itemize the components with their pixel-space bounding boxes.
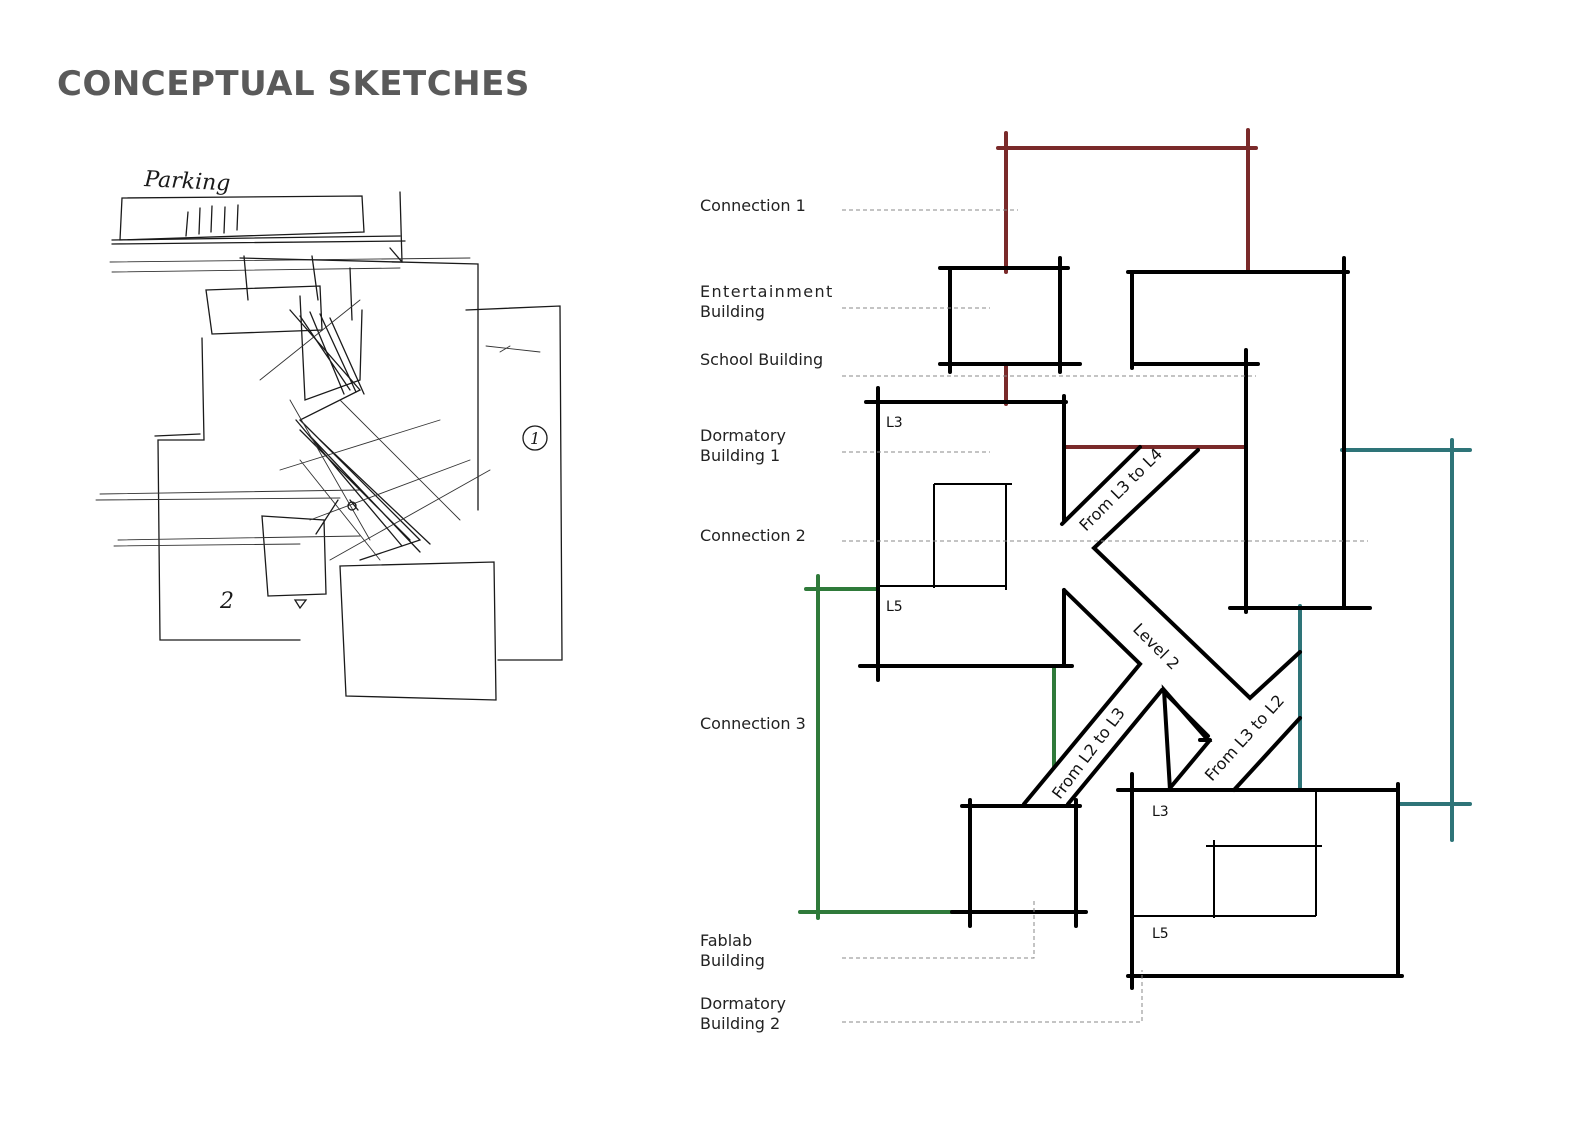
label-dormatory-building-2: Dormatory Building 2 bbox=[700, 994, 786, 1034]
label-fablab-building: Fablab Building bbox=[700, 931, 765, 971]
ramps bbox=[1022, 445, 1302, 806]
fablab-building bbox=[950, 798, 1088, 928]
label-entertainment-line-1: Entertainment bbox=[700, 282, 834, 301]
label-connection-3: Connection 3 bbox=[700, 714, 806, 733]
label-dorm2-line-2: Building 2 bbox=[700, 1014, 781, 1033]
label-dorm1-line-1: Dormatory bbox=[700, 426, 786, 445]
label-fablab-line-2: Building bbox=[700, 951, 765, 970]
dormatory-building-2 bbox=[1116, 772, 1404, 990]
level-l5-dorm1: L5 bbox=[886, 599, 903, 615]
label-dorm1-line-2: Building 1 bbox=[700, 446, 781, 465]
school-building bbox=[1126, 256, 1372, 614]
dormatory-building-1 bbox=[858, 386, 1074, 682]
label-entertainment-line-2: Building bbox=[700, 302, 765, 321]
level-l5-dorm2: L5 bbox=[1152, 926, 1169, 942]
label-connection-2: Connection 2 bbox=[700, 526, 806, 545]
label-connection-1: Connection 1 bbox=[700, 196, 806, 215]
label-fablab-line-1: Fablab bbox=[700, 931, 753, 950]
connection-1-lines bbox=[996, 128, 1258, 449]
page-title: CONCEPTUAL SKETCHES bbox=[57, 64, 530, 104]
connection-2-lines bbox=[1298, 438, 1472, 842]
level-l3-dorm2: L3 bbox=[1152, 804, 1169, 820]
sketch-strokes bbox=[95, 191, 563, 701]
ramp-l3-to-l2-label: From L3 to L2 bbox=[1201, 691, 1288, 785]
sketch-number-2: 2 bbox=[219, 589, 234, 614]
sketch-parking-label: Parking bbox=[143, 167, 231, 197]
entertainment-building bbox=[938, 256, 1082, 374]
label-entertainment-building: Entertainment Building bbox=[700, 282, 834, 322]
connection-3-lines bbox=[798, 574, 1056, 920]
label-dorm2-line-1: Dormatory bbox=[700, 994, 786, 1013]
leader-lines bbox=[842, 209, 1368, 1023]
ramp-l2-to-l3-label: From L2 to L3 bbox=[1048, 704, 1129, 803]
label-school-building: School Building bbox=[700, 350, 824, 369]
sketch-number-1: 1 bbox=[530, 429, 540, 448]
level-l3-dorm1: L3 bbox=[886, 415, 903, 431]
label-dormatory-building-1: Dormatory Building 1 bbox=[700, 426, 786, 466]
